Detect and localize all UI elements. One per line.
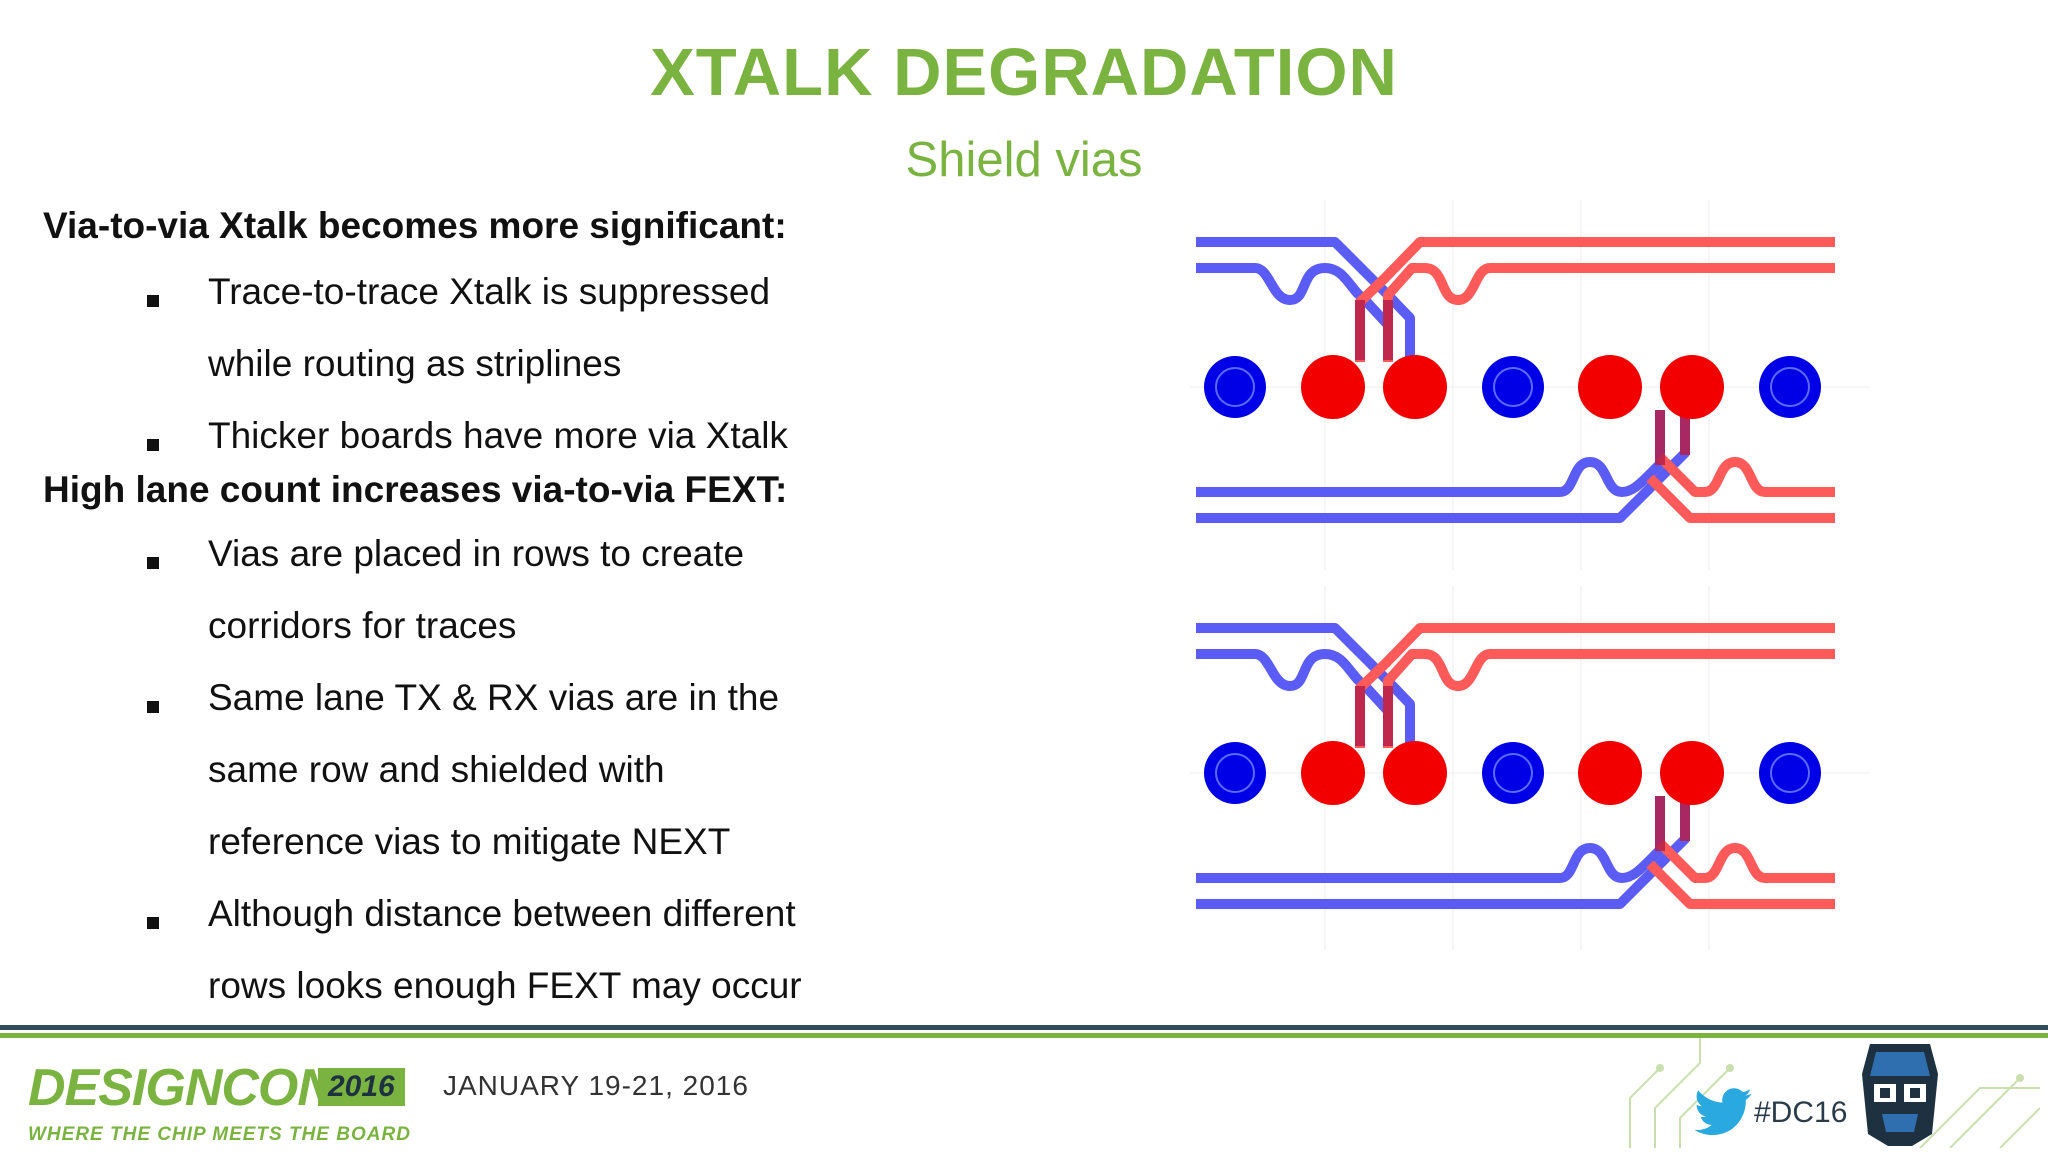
event-date: JANUARY 19-21, 2016 [443,1070,749,1101]
bullet-marker [147,295,159,307]
footer-divider-green [0,1033,2048,1038]
via-row-bottom [1190,586,1870,950]
bullet-line: same row and shielded with [208,749,665,790]
slide-title: XTALK DEGRADATION [650,35,1398,110]
bullet-line: Vias are placed in rows to create [208,533,745,574]
bullet-line: corridors for traces [208,605,517,646]
bullet-marker [147,701,159,713]
twitter-bird-icon [1694,1088,1752,1136]
via-row-top [1190,200,1870,570]
bullet-line: rows looks enough FEXT may occur [208,965,802,1006]
shield-via-diagram [1190,200,1870,950]
bullet-line: reference vias to mitigate NEXT [208,821,731,862]
bullet-marker [147,917,159,929]
bullet-line: Trace-to-trace Xtalk is suppressed [208,271,771,312]
bullet-marker [147,557,159,569]
logo-year-badge: 2016 [318,1068,405,1106]
section-heading-lane-count: High lane count increases via-to-via FEX… [43,469,788,510]
designcon-logo: DESIGNCON [28,1059,335,1117]
logo-tagline: WHERE THE CHIP MEETS THE BOARD [28,1124,411,1145]
bullet-line: while routing as striplines [208,343,622,384]
circuit-pattern-decoration [1629,1038,2040,1148]
bullet-marker [147,439,159,451]
section-heading-via-xtalk: Via-to-via Xtalk becomes more significan… [43,205,787,246]
bullet-line: Although distance between different [208,893,796,934]
bullet-line: Thicker boards have more via Xtalk [208,415,788,456]
footer-divider-dark [0,1025,2048,1030]
bullet-line: Same lane TX & RX vias are in the [208,677,780,718]
robot-mascot-icon [1862,1044,1938,1146]
event-hashtag: #DC16 [1754,1096,1848,1129]
slide-subtitle: Shield vias [905,133,1143,187]
footer: DESIGNCON 2016 WHERE THE CHIP MEETS THE … [0,1024,2048,1152]
